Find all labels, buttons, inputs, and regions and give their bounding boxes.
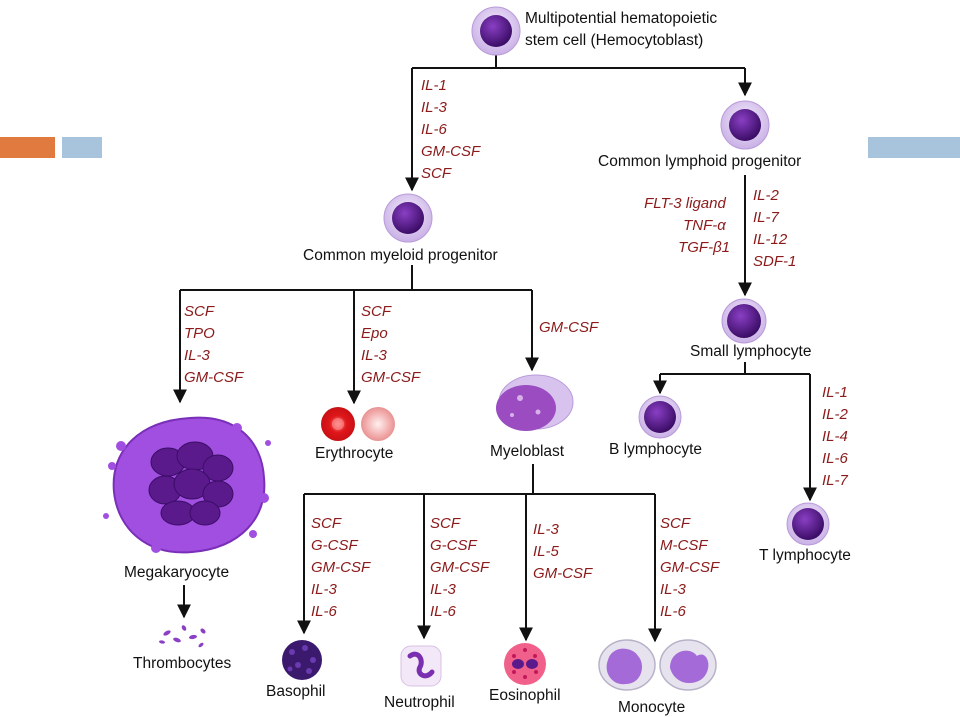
cytokines-monocyte: SCF M-CSF GM-CSF IL-3 IL-6 [660, 515, 723, 620]
t-lymphocyte-icon [786, 502, 830, 546]
thrombocytes-label: Thrombocytes [133, 655, 231, 672]
megakaryocyte-label: Megakaryocyte [124, 564, 229, 581]
erythrocyte-icon [321, 407, 395, 441]
b-lymphocyte-label: B lymphocyte [609, 441, 702, 458]
cytokines-lymphoid-left: FLT-3 ligand TNF-α TGF-β1 [644, 195, 730, 256]
basophil-label: Basophil [266, 683, 325, 700]
b-lymphocyte-icon [638, 395, 682, 439]
cytokines-lymphoid-right: IL-2 IL-7 IL-12 SDF-1 [753, 187, 796, 270]
small-lymphocyte-icon [721, 298, 767, 344]
neutrophil-icon [400, 645, 442, 687]
myeloblast-label: Myeloblast [490, 443, 565, 460]
connectors [173, 55, 817, 643]
cytokines-eosinophil: IL-3 IL-5 GM-CSF [533, 521, 593, 582]
neutrophil-label: Neutrophil [384, 694, 455, 711]
erythrocyte-label: Erythrocyte [315, 445, 393, 462]
lymphoid-progenitor-label: Common lymphoid progenitor [598, 153, 801, 170]
t-lymphocyte-label: T lymphocyte [759, 547, 851, 564]
cytokines-t-lymphocyte: IL-1 IL-2 IL-4 IL-6 IL-7 [822, 384, 852, 489]
monocyte-icon [598, 639, 717, 691]
eosinophil-icon [504, 643, 546, 685]
stem-cell-label-line1: Multipotential hematopoietic [525, 10, 717, 27]
megakaryocyte-icon [103, 416, 271, 554]
stem-cell-icon [471, 6, 521, 56]
myeloid-progenitor-label: Common myeloid progenitor [303, 247, 498, 264]
accent-bar-orange [0, 137, 55, 158]
monocyte-label: Monocyte [618, 699, 685, 716]
accent-bar-blue-left [62, 137, 102, 158]
lymphoid-progenitor-icon [720, 100, 770, 150]
cytokines-myeloblast: GM-CSF [539, 319, 599, 336]
myeloblast-icon [496, 374, 574, 431]
cytokines-megakaryocyte: SCF TPO IL-3 GM-CSF [184, 303, 244, 386]
cytokines-erythrocyte: SCF Epo IL-3 GM-CSF [361, 303, 421, 386]
cytokines-to-myeloid: IL-1 IL-3 IL-6 GM-CSF SCF [421, 77, 484, 182]
accent-bar-blue-right [868, 137, 960, 158]
cytokines-neutrophil: SCF G-CSF GM-CSF IL-3 IL-6 [430, 515, 493, 620]
thrombocytes-icon [159, 625, 206, 648]
myeloid-progenitor-icon [383, 193, 433, 243]
small-lymphocyte-label: Small lymphocyte [690, 343, 811, 360]
stem-cell-label-line2: stem cell (Hemocytoblast) [525, 32, 703, 49]
cytokines-basophil: SCF G-CSF GM-CSF IL-3 IL-6 [311, 515, 374, 620]
basophil-icon [282, 640, 322, 680]
eosinophil-label: Eosinophil [489, 687, 561, 704]
